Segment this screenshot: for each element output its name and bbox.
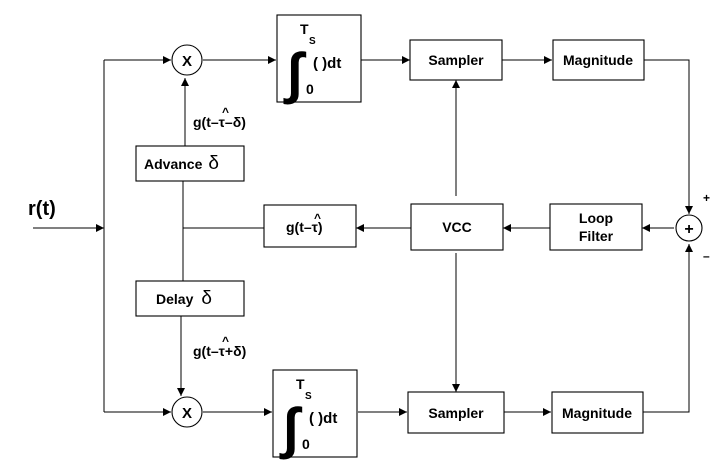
- tau-hat-icon: ^: [314, 211, 321, 225]
- g-early-label: g(t–τ–δ): [193, 114, 246, 130]
- integral-lower-limit: 0: [306, 81, 314, 97]
- loop-filter-line2: Filter: [579, 228, 614, 244]
- summer-plus-input-sign: +: [703, 191, 710, 205]
- magnitude-label: Magnitude: [563, 52, 633, 68]
- tau-hat-icon: ^: [222, 105, 229, 119]
- summer-minus-input-sign: –: [703, 249, 710, 263]
- integral-lower-limit: 0: [302, 436, 310, 452]
- sampler-label: Sampler: [428, 405, 484, 421]
- upper-integrator: ∫ T S 0 ( )dt: [276, 14, 362, 105]
- lower-multiplier: X: [171, 396, 203, 428]
- g-center-label: g(t–τ): [286, 219, 323, 235]
- integral-upper-limit: T: [296, 376, 305, 392]
- integral-upper-limit-subscript: S: [305, 391, 312, 402]
- g-late-label: g(t–τ+δ): [193, 343, 246, 359]
- integral-upper-limit-subscript: S: [309, 36, 316, 47]
- upper-multiplier: X: [171, 44, 203, 76]
- vcc-block: VCC: [410, 203, 504, 251]
- vcc-label: VCC: [442, 219, 472, 235]
- magnitude-label: Magnitude: [562, 405, 632, 421]
- sampler-label: Sampler: [428, 52, 484, 68]
- loop-filter-block: Loop Filter: [549, 203, 643, 251]
- input-label: r(t): [28, 198, 56, 220]
- summer-symbol: +: [684, 221, 693, 238]
- signal-lines: [33, 56, 693, 416]
- upper-magnitude: Magnitude: [552, 39, 645, 81]
- summing-junction: + + –: [675, 191, 710, 263]
- lower-sampler: Sampler: [407, 391, 505, 434]
- integral-upper-limit: T: [300, 21, 309, 37]
- loop-filter-line1: Loop: [579, 210, 613, 226]
- lower-integrator: ∫ T S 0 ( )dt: [272, 369, 358, 460]
- g-center-block: g(t–τ) ^: [263, 204, 357, 248]
- lower-magnitude: Magnitude: [551, 391, 644, 434]
- integrand: ( )dt: [309, 410, 337, 427]
- integrand: ( )dt: [313, 55, 341, 72]
- wire-upper-magnitude-to-summer: [644, 59, 693, 214]
- tau-hat-icon: ^: [222, 334, 229, 348]
- upper-sampler: Sampler: [409, 39, 503, 81]
- multiplier-symbol: X: [182, 53, 192, 70]
- multiplier-symbol: X: [182, 405, 192, 422]
- wire-lower-magnitude-to-summer: [643, 244, 693, 413]
